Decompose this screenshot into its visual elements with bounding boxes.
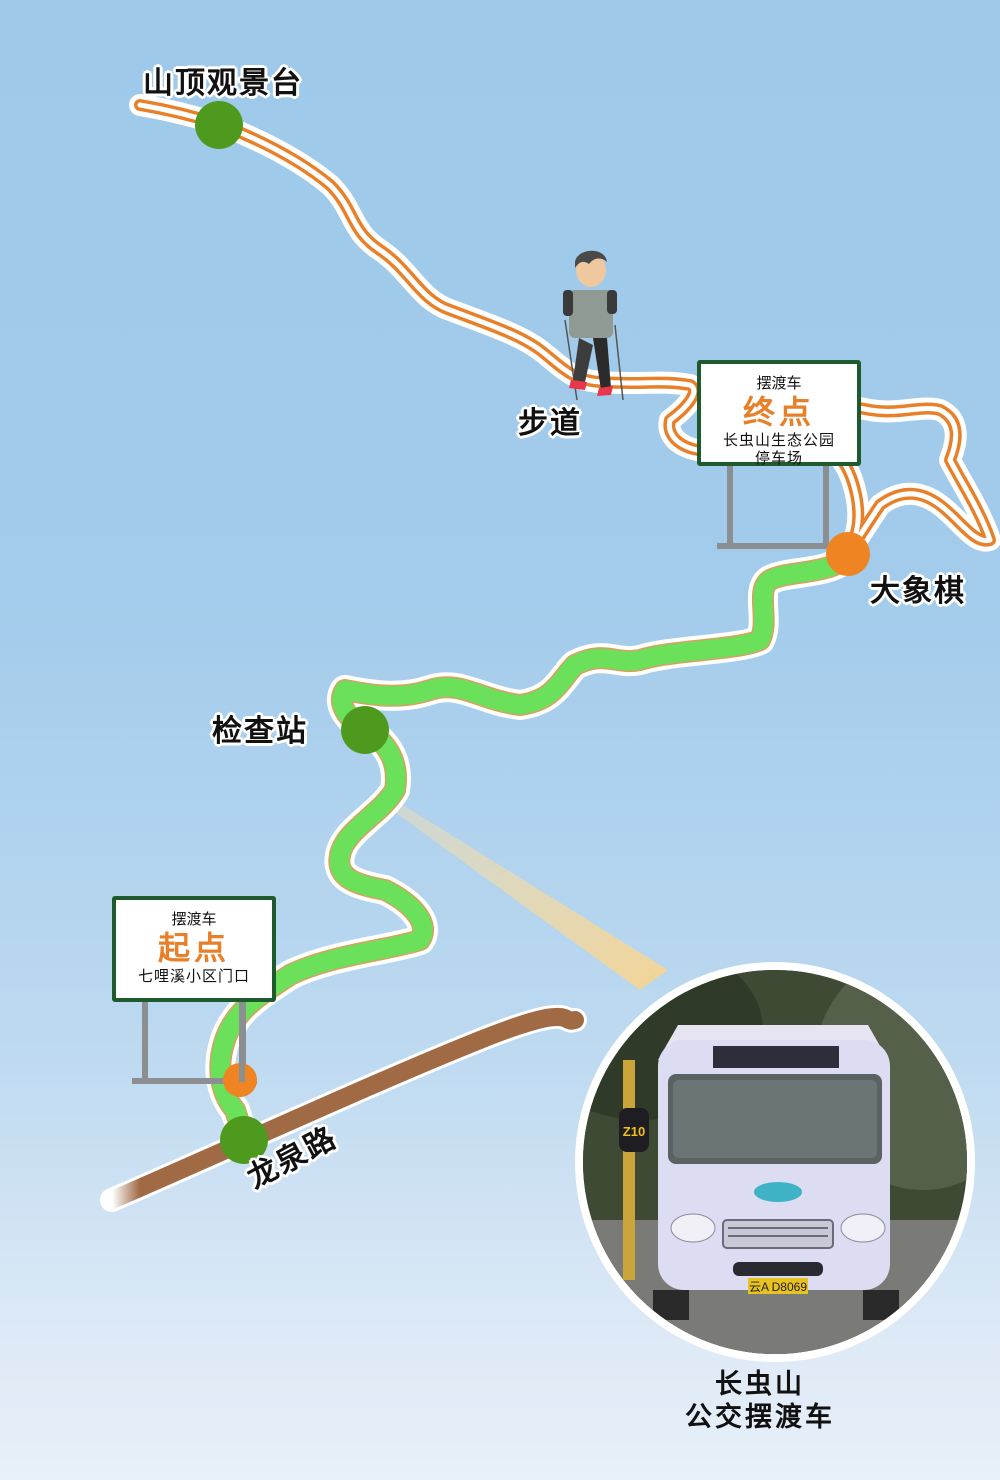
- bus-route-number: Z10: [623, 1124, 645, 1139]
- photo-pointer-beam: [385, 800, 668, 990]
- road-longquan: [100, 1004, 587, 1212]
- label-trail: 步道: [518, 406, 582, 441]
- bus-plate: 云A D8069: [749, 1280, 807, 1294]
- stop-elephant-chess-marker[interactable]: [826, 532, 870, 576]
- start-sign-post-front: [239, 1000, 245, 1082]
- end-sign-title: 摆渡车: [756, 374, 802, 392]
- shuttle-bus-photo: 云A D8069 Z10: [575, 962, 975, 1362]
- label-summit-viewpoint: 山顶观景台: [143, 66, 303, 101]
- hiker-icon: [563, 250, 624, 401]
- end-sign-posts: [717, 462, 842, 549]
- bus-illustration: 云A D8069 Z10: [583, 970, 967, 1354]
- hiking-trail: [129, 94, 1000, 559]
- end-sign-status: 终点: [742, 393, 815, 431]
- start-sign-title: 摆渡车: [171, 910, 217, 928]
- end-sign: 摆渡车 终点 长虫山生态公园 停车场: [697, 360, 861, 467]
- photo-caption: 长虫山 公交摆渡车: [650, 1368, 870, 1434]
- photo-caption-line2: 公交摆渡车: [685, 1402, 835, 1433]
- end-sign-location-line1: 长虫山生态公园: [722, 431, 835, 449]
- start-sign-location: 七哩溪小区门口: [137, 967, 250, 985]
- label-checkpoint: 检查站: [212, 714, 308, 749]
- stop-checkpoint-marker[interactable]: [341, 706, 389, 754]
- label-elephant-chess: 大象棋: [870, 574, 966, 609]
- end-sign-location-line2: 停车场: [754, 449, 803, 467]
- stop-summit-marker[interactable]: [195, 101, 243, 149]
- start-sign: 摆渡车 起点 七哩溪小区门口: [112, 896, 276, 1002]
- photo-caption-line1: 长虫山: [715, 1369, 805, 1400]
- stop-road-junction-marker[interactable]: [220, 1116, 268, 1164]
- start-sign-status: 起点: [157, 929, 230, 967]
